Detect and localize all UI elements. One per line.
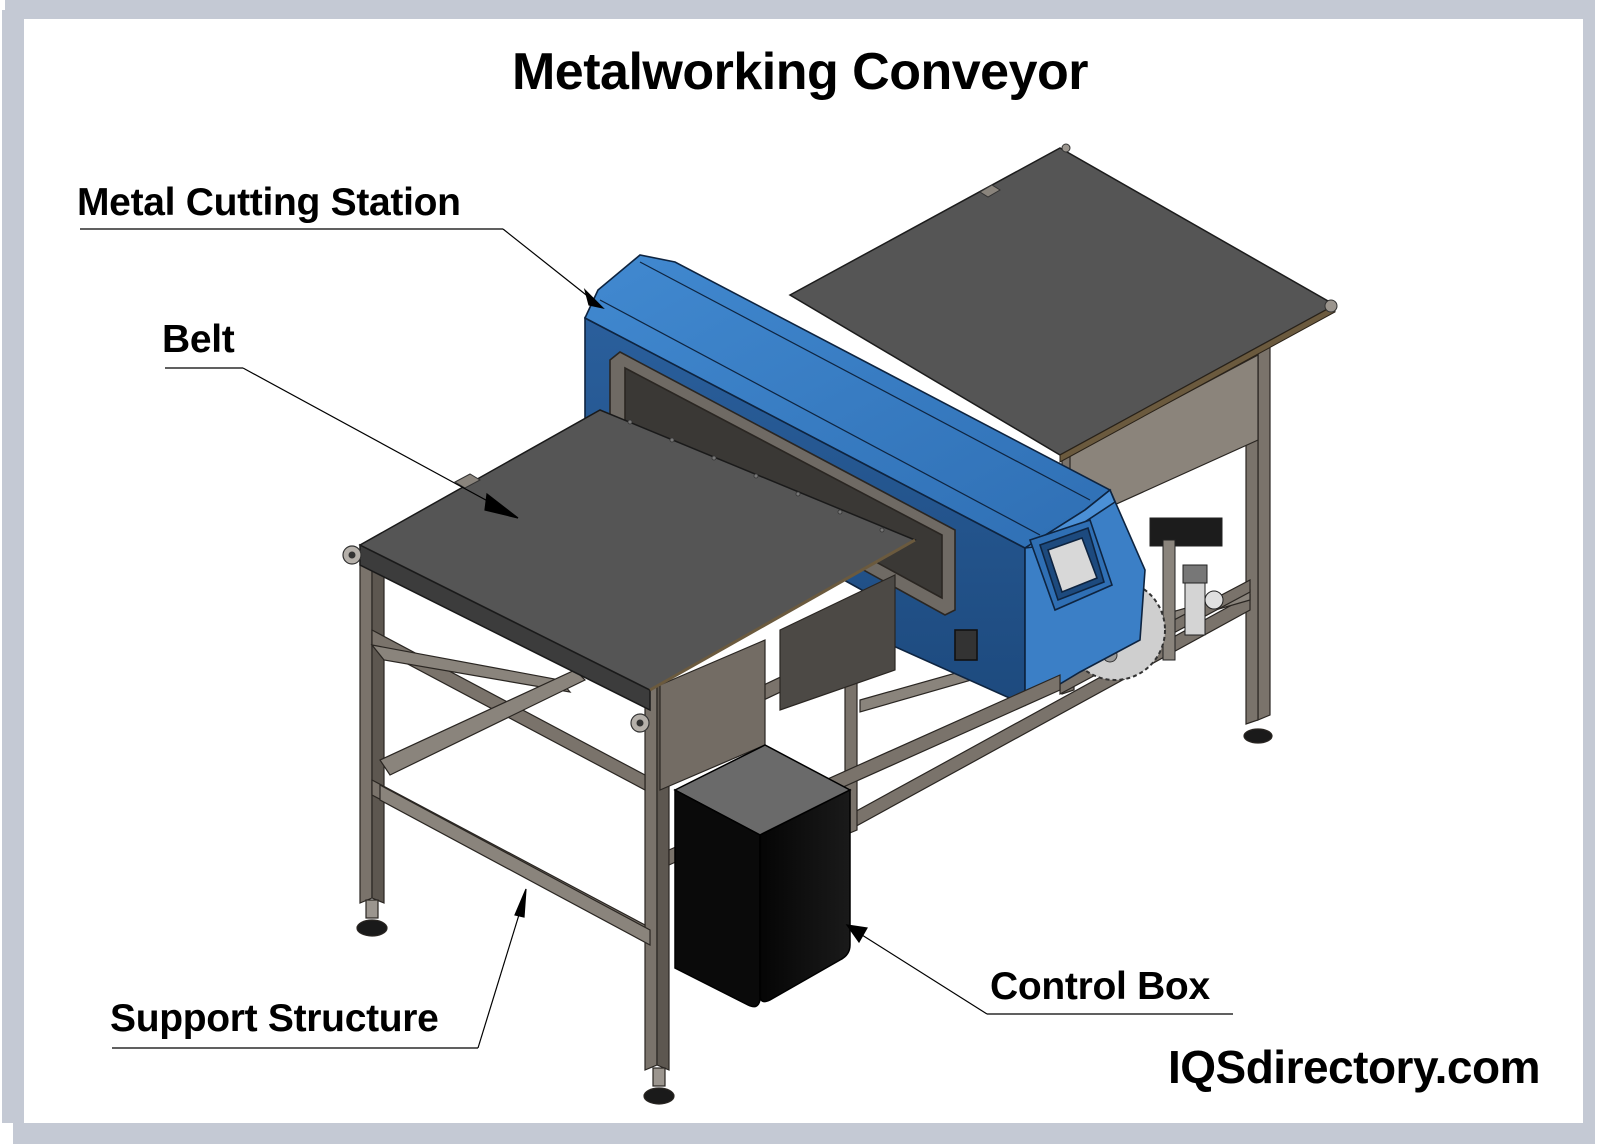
belt-front: [342, 409, 917, 733]
label-control-box: Control Box: [990, 965, 1210, 1008]
arrowhead-icon: [845, 924, 868, 944]
label-metal-cutting-station: Metal Cutting Station: [77, 181, 461, 224]
arrowhead-icon: [514, 888, 527, 918]
control-box: [673, 744, 852, 1008]
callout-metal-cutting-station: [80, 228, 605, 310]
callout-support-structure: [112, 888, 527, 1049]
arrowhead-icon: [583, 287, 605, 310]
belt-rear: [788, 143, 1338, 463]
label-support-structure: Support Structure: [110, 997, 439, 1040]
label-belt: Belt: [162, 318, 235, 361]
frame-border-right: [1583, 16, 1595, 1129]
frame-border-top: [5, 0, 1595, 19]
frame-border-bottom: [13, 1123, 1595, 1144]
pneumatic-components: [1149, 517, 1224, 661]
touch-screen: [1046, 536, 1099, 594]
brand-watermark: IQSdirectory.com: [1167, 1041, 1541, 1093]
diagram-title: Metalworking Conveyor: [511, 43, 1089, 101]
callout-belt: [165, 367, 519, 519]
arrowhead-icon: [484, 492, 519, 519]
callout-control-box: [845, 924, 1233, 1015]
frame-border-left: [2, 10, 24, 1123]
